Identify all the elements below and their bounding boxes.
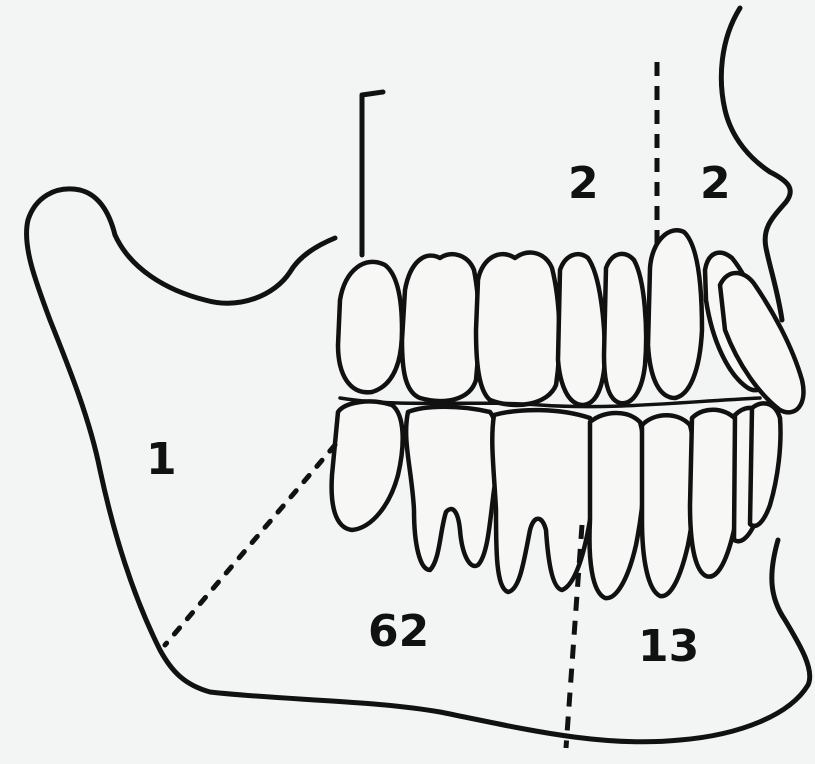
lower-molar-3 bbox=[332, 401, 403, 530]
label-upper-left: 2 bbox=[568, 162, 599, 206]
label-molar-region: 62 bbox=[368, 610, 429, 654]
occlusal-line bbox=[340, 398, 760, 407]
lower-premolar-1 bbox=[642, 415, 695, 596]
upper-molar-3 bbox=[338, 262, 402, 392]
lower-molar-1 bbox=[492, 410, 595, 592]
upper-canine bbox=[648, 230, 702, 398]
maxilla-outline bbox=[362, 92, 383, 255]
lower-molar-2 bbox=[406, 407, 498, 570]
upper-molar-2 bbox=[402, 254, 479, 401]
upper-premolar-1 bbox=[604, 254, 646, 403]
label-anterior-region: 13 bbox=[638, 625, 699, 669]
label-upper-right: 2 bbox=[700, 162, 731, 206]
lower-incisor-central bbox=[750, 403, 781, 526]
upper-premolar-2 bbox=[558, 254, 605, 405]
ramus-divider-line bbox=[165, 445, 335, 645]
lower-premolar-2 bbox=[590, 413, 645, 598]
upper-incisor-central bbox=[720, 273, 803, 412]
upper-molar-1 bbox=[476, 253, 559, 405]
label-ramus: 1 bbox=[146, 438, 177, 482]
